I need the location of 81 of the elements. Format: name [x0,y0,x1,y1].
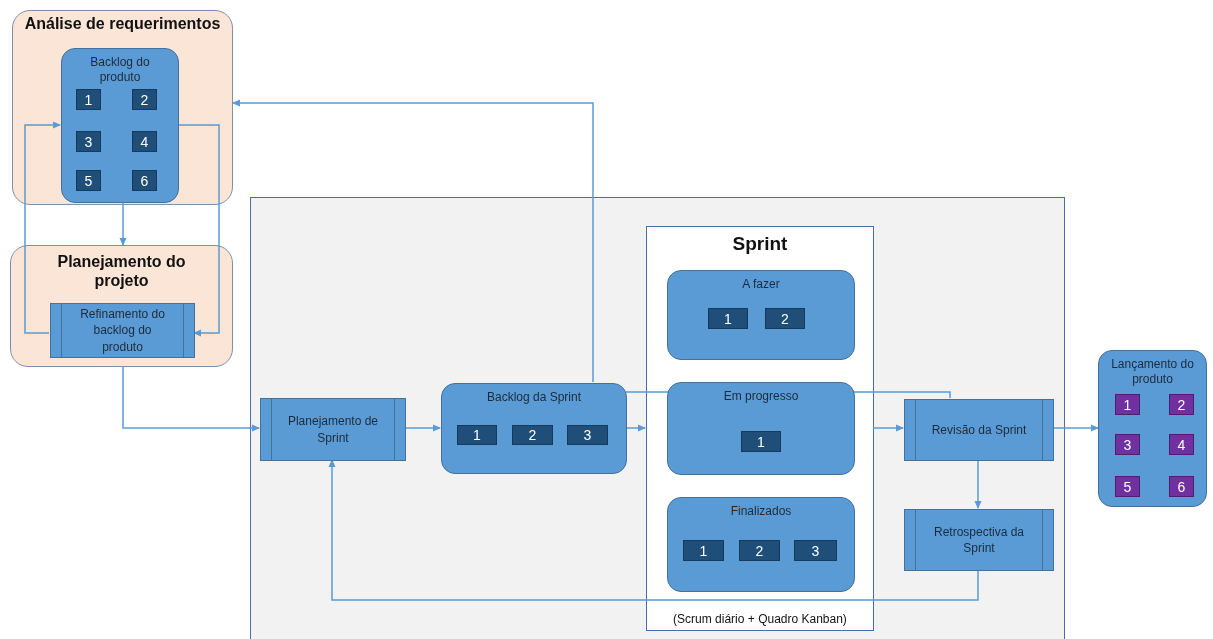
item-number: 4 [140,133,149,150]
stage-box [667,270,855,360]
item-card [1169,394,1194,415]
item-card [794,540,837,561]
item-card [76,131,101,152]
box-label: Finalizados [730,504,792,519]
item-card [1169,434,1194,455]
phase-panel [12,10,233,205]
stage-box [667,497,855,592]
arrow [404,424,441,432]
item-number: 2 [140,91,149,108]
sprint-box [646,226,874,631]
box-label: (Scrum diário + Quadro Kanban) [673,612,847,626]
box-label: Backlog da Sprint [486,390,582,405]
arrow [1052,424,1099,432]
item-number: 3 [1123,436,1132,453]
box-label: A fazer [742,277,780,292]
phase-panel [10,245,233,367]
item-card [512,425,553,445]
stage-box [441,383,627,474]
process-box [904,509,1054,571]
arrow [177,124,220,337]
item-number: 3 [811,542,820,559]
box-label: Retrospectiva da Sprint [932,523,1025,557]
arrow [625,424,646,432]
item-number: 1 [699,542,708,559]
box-label: Planejamento de Sprint [286,413,380,446]
item-number: 1 [757,433,765,450]
item-card [132,170,157,191]
process-box [904,399,1054,461]
arrow [872,424,904,432]
item-number: 1 [84,91,93,108]
arrow [122,366,260,432]
box-label: Análise de requerimentos [23,14,222,34]
box-label: Refinamento do backlog do produto [79,306,166,355]
stage-box [61,48,179,203]
item-number: 4 [1177,436,1186,453]
item-card [708,308,748,329]
item-card [1115,476,1140,497]
box-label: Revisão da Sprint [931,421,1027,439]
item-card [132,131,157,152]
item-card [739,540,780,561]
box-label: Sprint [732,233,788,255]
item-number: 2 [528,427,537,443]
box-label: Lançamento do produto [1110,357,1195,387]
arrow [974,459,982,509]
item-card [457,425,497,445]
box-label: Backlog do produto [89,55,151,85]
box-label: Em progresso [723,389,799,404]
workflow-panel [250,197,1065,639]
item-number: 5 [84,172,93,189]
item-card [1115,394,1140,415]
box-label: Planejamento do projeto [56,252,187,291]
arrow [119,201,127,246]
process-box [260,398,406,461]
item-card [683,540,724,561]
arrow [232,99,594,383]
item-number: 1 [473,427,481,443]
stage-box [667,382,855,475]
arrow [328,459,979,601]
item-card [76,170,101,191]
item-number: 2 [755,542,764,559]
item-card [132,89,157,110]
item-number: 3 [84,133,93,150]
process-box [50,303,195,358]
item-card [76,89,101,110]
item-number: 6 [140,172,149,189]
item-number: 2 [1177,396,1186,413]
item-card [765,308,805,329]
item-card [1115,434,1140,455]
item-number: 6 [1177,478,1186,495]
item-number: 5 [1123,478,1132,495]
item-number: 1 [1123,396,1132,413]
item-number: 1 [724,310,732,327]
item-number: 3 [583,427,592,443]
arrow [24,121,61,334]
item-number: 2 [781,310,789,327]
item-card [567,425,608,445]
stage-box [1098,350,1207,507]
item-card [1169,476,1194,497]
item-card [741,431,781,452]
